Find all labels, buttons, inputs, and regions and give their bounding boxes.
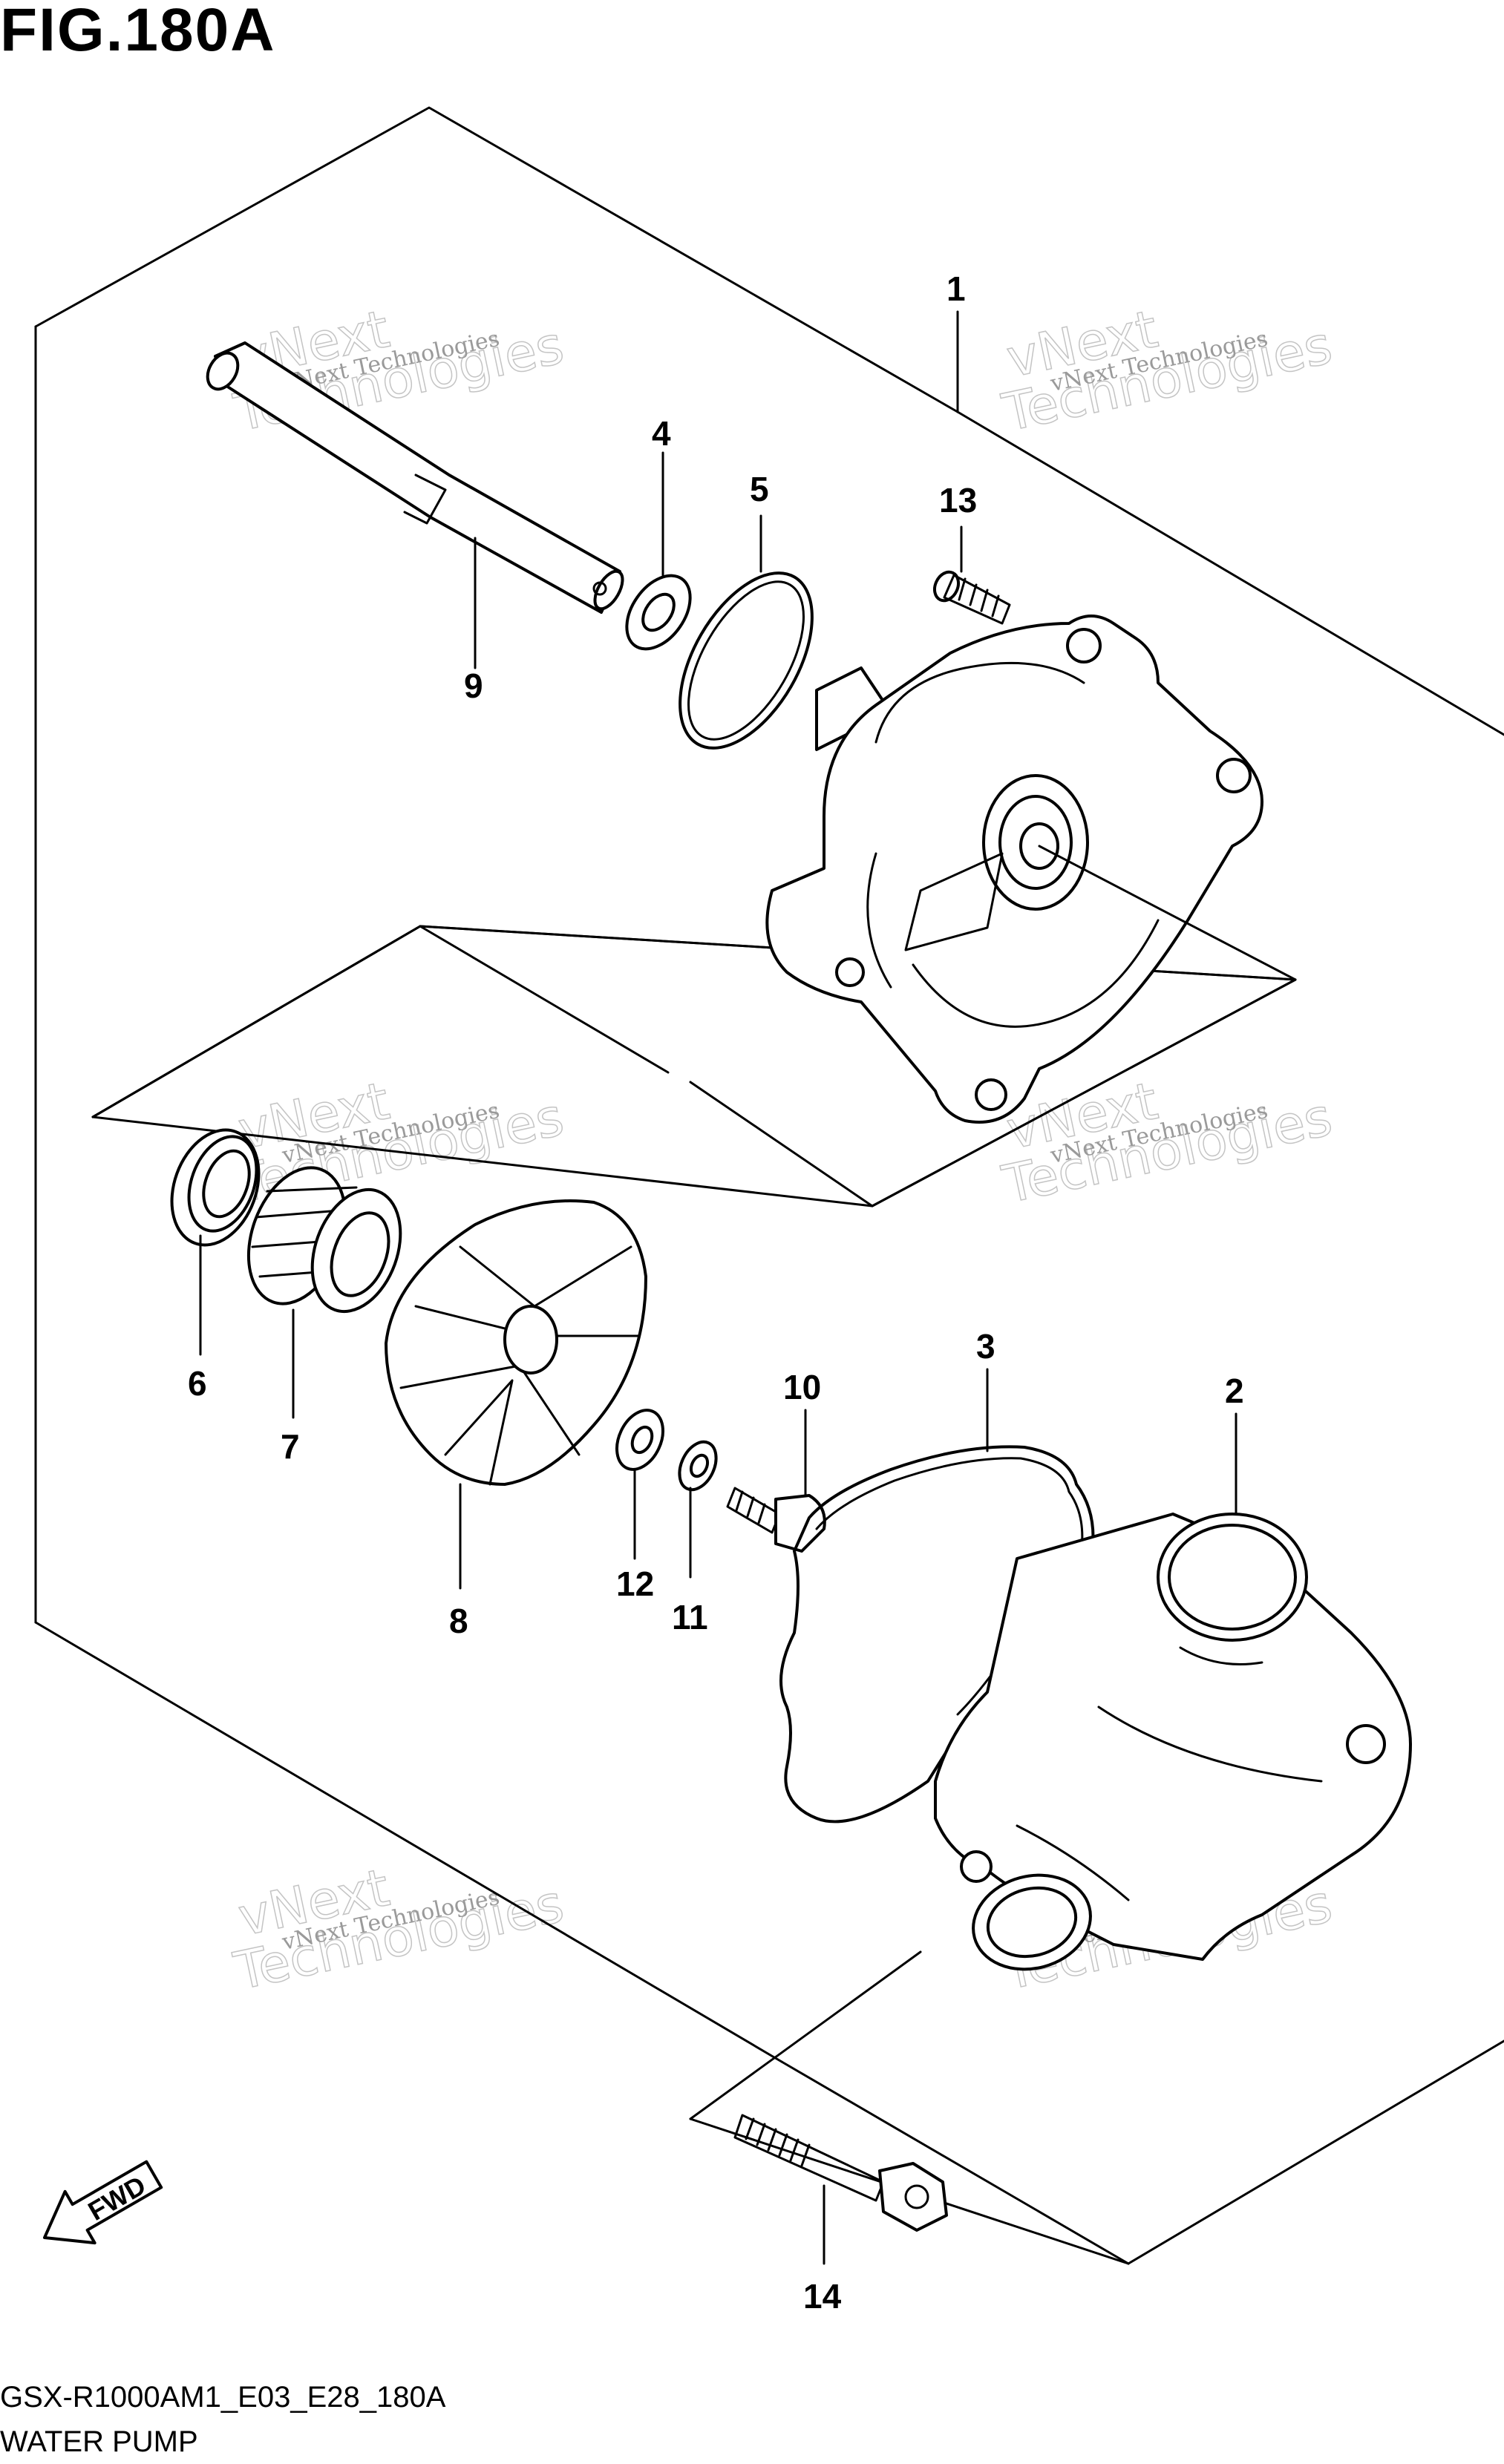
callout-13: 13 [939,481,977,520]
part-5-o-ring [679,571,814,750]
part-10-bolt [726,1487,826,1553]
figure-title: FIG.180A [0,0,276,64]
part-name: WATER PUMP [0,2425,198,2458]
callout-9: 9 [464,666,483,705]
callout-5: 5 [750,470,769,508]
part-6-oil-seal [170,1128,261,1247]
part-8-impeller [385,1199,647,1486]
part-13-bolt [932,570,1011,625]
callout-10: 10 [783,1368,821,1406]
part-12-washer [615,1409,664,1471]
callout-6: 6 [188,1364,207,1403]
watermark-1: vNext Technologies vNext Technologies [228,298,569,444]
part-1-pump-case [765,615,1297,1124]
callout-3: 3 [976,1327,995,1366]
callout-4: 4 [652,414,671,453]
callout-numbers: 1 2 3 4 5 6 7 8 9 10 11 12 13 14 [188,269,1244,2316]
callout-11: 11 [672,1598,708,1636]
callout-1: 1 [946,269,966,308]
impeller-subframe-lines [91,925,1297,1208]
model-code: GSX-R1000AM1_E03_E28_180A [0,2381,446,2414]
callout-12: 12 [616,1564,654,1603]
part-2-pump-cover [934,1513,1412,1971]
fwd-direction-arrow: FWD [43,2160,163,2245]
assembly-frame [34,106,1504,2265]
part-14-long-bolt [733,2114,948,2232]
callout-2: 2 [1225,1372,1244,1410]
watermark-5: vNext Technologies vNext Technologies [228,1856,569,2002]
callout-14: 14 [803,2277,842,2316]
part-4-washer [625,574,692,651]
part-7-mechanical-seal [246,1166,402,1314]
watermark-3: vNext Technologies vNext Technologies [228,1069,569,1216]
part-9-shaft [206,341,624,614]
leader-lines [199,310,1237,2265]
watermark-2: vNext Technologies vNext Technologies [996,298,1337,444]
callout-8: 8 [449,1602,468,1640]
part-11-washer [678,1440,718,1492]
callout-7: 7 [281,1427,300,1466]
